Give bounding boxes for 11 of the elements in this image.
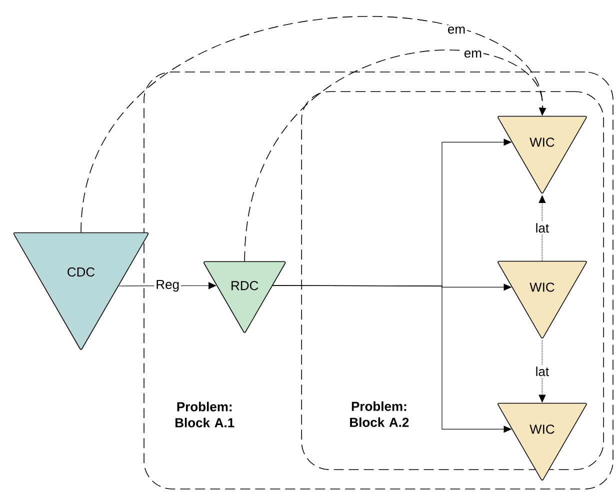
edge-label: em [462,49,484,60]
edge-label: lat [534,222,551,234]
edge-label: lat [534,365,551,378]
triangle-node: WIC [498,116,587,194]
triangle-node: RDC [203,261,286,333]
triangle-node: WIC [498,402,587,481]
arrow [244,50,546,262]
triangle-node: WIC [498,260,587,339]
edge-label: em [446,25,468,36]
edge-label: Reg [154,278,181,294]
triangle-node: CDC [13,232,149,350]
